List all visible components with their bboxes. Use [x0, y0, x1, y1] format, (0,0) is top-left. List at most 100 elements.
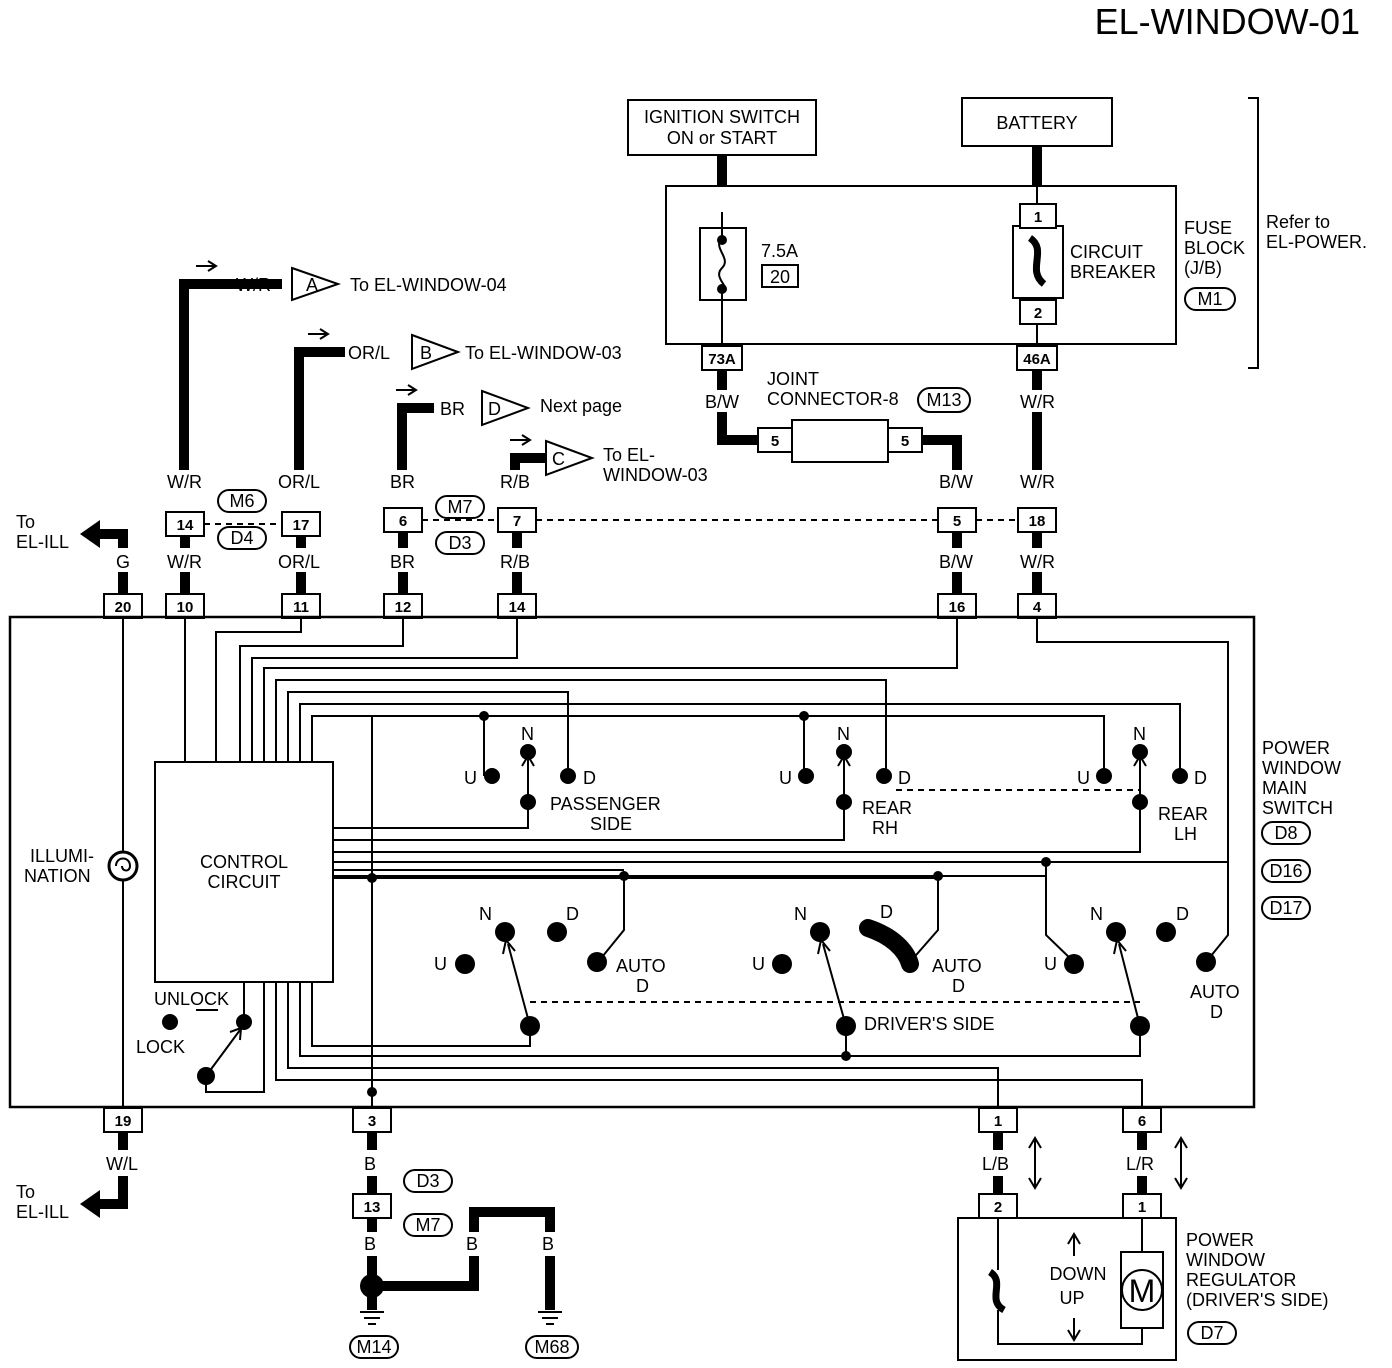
ignition-label-1: IGNITION SWITCH: [644, 107, 800, 127]
passenger-n: N: [521, 724, 534, 744]
joint-pin-left: 5: [771, 433, 779, 450]
drv1-n: N: [479, 904, 492, 924]
drv1-d: D: [566, 904, 579, 924]
wire-wr-4: W/R: [1020, 552, 1055, 572]
main-switch-label-2: WINDOW: [1262, 758, 1341, 778]
connector-d7: D7: [1200, 1323, 1223, 1343]
breaker-label-1: CIRCUIT: [1070, 242, 1143, 262]
offpage-b-text: To EL-WINDOW-03: [465, 343, 622, 363]
ignition-label-2: ON or START: [667, 128, 777, 148]
control-label-2: CIRCUIT: [208, 872, 281, 892]
drv2-d: D: [880, 902, 893, 922]
wire-b-2: B: [364, 1234, 376, 1254]
wire-b-4: B: [542, 1234, 554, 1254]
pin-4: 4: [1033, 599, 1042, 616]
drv2-auto-d: D: [952, 976, 965, 996]
rear-rh-switch: U N D REAR RH: [779, 724, 912, 838]
ignition-switch-box: IGNITION SWITCH ON or START: [627, 99, 817, 156]
drivers-side-label: DRIVER'S SIDE: [864, 1014, 994, 1034]
offpage-c-text-1: To EL-: [603, 445, 655, 465]
drv1-auto-d: D: [636, 976, 649, 996]
wire-orl-17: OR/L: [278, 472, 320, 492]
pin-14-m6: 14: [177, 517, 194, 534]
regulator-pin-1: 1: [1138, 1199, 1146, 1216]
pin-12: 12: [395, 599, 412, 616]
offpage-b-letter: B: [420, 343, 432, 363]
main-switch-label-4: SWITCH: [1262, 798, 1333, 818]
rear-rh-label-1: REAR: [862, 798, 912, 818]
wire-rb-14: R/B: [500, 552, 530, 572]
breaker-pin-2: 2: [1034, 305, 1042, 322]
rear-lh-switch: U N D REAR LH: [1077, 724, 1208, 844]
wire-bw-upper: B/W: [705, 392, 739, 412]
pin-13: 13: [364, 1199, 381, 1216]
rear-rh-label-2: RH: [872, 818, 898, 838]
joint-pin-right: 5: [901, 433, 909, 450]
pin-7-m7: 7: [513, 513, 521, 530]
wire-br-6: BR: [390, 472, 415, 492]
internal-wiring: [184, 618, 1229, 1107]
drv2-auto: AUTO: [932, 956, 982, 976]
rear-rh-n: N: [837, 724, 850, 744]
to-ill-bottom-2: EL-ILL: [16, 1202, 69, 1222]
wire-lr: L/R: [1126, 1154, 1154, 1174]
drv3-d: D: [1176, 904, 1189, 924]
pin-5-m7: 5: [953, 513, 961, 530]
rear-lh-label-2: LH: [1174, 824, 1197, 844]
passenger-label-1: PASSENGER: [550, 794, 661, 814]
pin-1-switch: 1: [994, 1113, 1002, 1130]
joint-label-2: CONNECTOR-8: [767, 389, 899, 409]
offpage-d-text: Next page: [540, 396, 622, 416]
fuse-block: 7.5A 20 1 2 CIRCUIT BREAKER: [665, 185, 1177, 345]
rear-rh-u: U: [779, 768, 792, 788]
drv2-n: N: [794, 904, 807, 924]
offpage-d-letter: D: [488, 399, 501, 419]
pin-10: 10: [177, 599, 194, 616]
regulator-label-1: POWER: [1186, 1230, 1254, 1250]
connector-row-2: 20 10 11 12 14 16 4: [103, 593, 1057, 619]
offpage-c-letter: C: [552, 449, 565, 469]
wire-g: G: [116, 552, 130, 572]
lock-label: LOCK: [136, 1037, 185, 1057]
wire-bw-mid: B/W: [939, 472, 973, 492]
wire-br-12: BR: [390, 552, 415, 572]
connector-d3-upper: D3: [448, 533, 471, 553]
wire-br-d: BR: [440, 399, 465, 419]
rear-rh-d: D: [898, 768, 911, 788]
pin-20: 20: [115, 599, 132, 616]
pin-18-m7: 18: [1029, 513, 1046, 530]
connector-m13: M13: [926, 390, 961, 410]
battery-label: BATTERY: [996, 113, 1077, 133]
drv3-auto-d: D: [1210, 1002, 1223, 1022]
connector-m7-upper: M7: [447, 497, 472, 517]
pin-14: 14: [509, 599, 526, 616]
driver-switch-1: U N D AUTO D: [434, 904, 666, 1036]
wire-wr-14: W/R: [167, 472, 202, 492]
drv2-u: U: [752, 954, 765, 974]
connector-m6: M6: [229, 491, 254, 511]
pin-11: 11: [293, 599, 309, 616]
main-switch-label-1: POWER: [1262, 738, 1330, 758]
regulator-breaker-icon: [987, 1269, 1007, 1314]
regulator-up: UP: [1059, 1288, 1084, 1308]
wire-orl-11: OR/L: [278, 552, 320, 572]
pin-16: 16: [949, 599, 966, 616]
connector-d16: D16: [1269, 861, 1302, 881]
main-switch-body: [8, 615, 1256, 1109]
main-switch-label-3: MAIN: [1262, 778, 1307, 798]
ground-icon-m14: [360, 1311, 384, 1325]
illumination-label-1: ILLUMI-: [30, 846, 94, 866]
drv3-n: N: [1090, 904, 1103, 924]
driver-switch-3: U N D AUTO D: [1044, 904, 1240, 1036]
fuse-rating: 7.5A: [761, 241, 798, 261]
connector-d17: D17: [1269, 898, 1302, 918]
wire-bw-16: B/W: [939, 552, 973, 572]
wire-wr-breaker: W/R: [1020, 392, 1055, 412]
to-ill-top-2: EL-ILL: [16, 532, 69, 552]
pin-6-switch: 6: [1138, 1113, 1146, 1130]
wire-wr-a: W/R: [236, 275, 271, 295]
rear-lh-n: N: [1133, 724, 1146, 744]
wire-b-1: B: [364, 1154, 376, 1174]
drv1-auto: AUTO: [616, 956, 666, 976]
connector-d4: D4: [230, 528, 253, 548]
